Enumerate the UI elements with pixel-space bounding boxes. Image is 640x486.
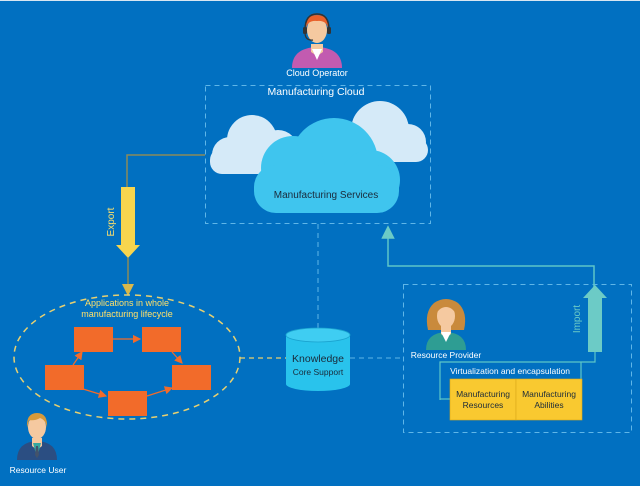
lifecycle-box	[172, 365, 211, 390]
import-arrow-icon	[583, 285, 607, 352]
cloud-operator-label: Cloud Operator	[286, 68, 348, 78]
knowledge-database-icon	[285, 327, 351, 391]
lifecycle-box	[142, 327, 181, 352]
import-connector	[381, 225, 595, 288]
resource-user-label: Resource User	[10, 465, 67, 475]
lifecycle-box	[45, 365, 84, 390]
knowledge-label: Knowledge	[292, 353, 344, 365]
manufacturing-cloud-container	[205, 85, 431, 224]
lifecycle-box	[74, 327, 113, 352]
lifecycle-label-line2: manufacturing lifecycle	[81, 309, 173, 319]
manufacturing-services-cloud-icon	[254, 118, 400, 213]
resource-user-icon	[17, 413, 57, 460]
resource-provider-icon	[426, 299, 466, 350]
lifecycle-arrow	[82, 388, 108, 398]
manufacturing-abilities-box	[515, 378, 583, 421]
lifecycle-arrow	[146, 386, 174, 397]
resource-provider-container	[403, 284, 632, 433]
export-arrow-icon	[116, 187, 140, 258]
lifecycle-arrow	[72, 351, 83, 366]
virtualization-frame	[439, 352, 596, 400]
lifecycle-box	[108, 391, 147, 416]
virtualization-label: Virtualization and encapsulation	[450, 366, 570, 376]
export-connector	[126, 154, 205, 187]
top-border	[0, 0, 640, 1]
manufacturing-resources-line1: Manufacturing	[456, 389, 510, 399]
cloud-operator-icon	[292, 13, 342, 68]
lifecycle-ellipse	[13, 294, 241, 420]
resource-provider-label: Resource Provider	[411, 350, 482, 360]
lifecycle-arrow	[171, 351, 183, 364]
manufacturing-abilities-line2: Abilities	[534, 400, 563, 410]
core-support-label: Core Support	[293, 367, 344, 377]
lifecycle-label-line1: Applications in whole	[85, 298, 169, 308]
export-label: Export	[106, 207, 117, 236]
manufacturing-resources-line2: Resources	[463, 400, 504, 410]
import-label: Import	[572, 305, 583, 334]
manufacturing-cloud-label: Manufacturing Cloud	[268, 86, 365, 98]
manufacturing-abilities-line1: Manufacturing	[522, 389, 576, 399]
manufacturing-services-label: Manufacturing Services	[274, 190, 379, 201]
